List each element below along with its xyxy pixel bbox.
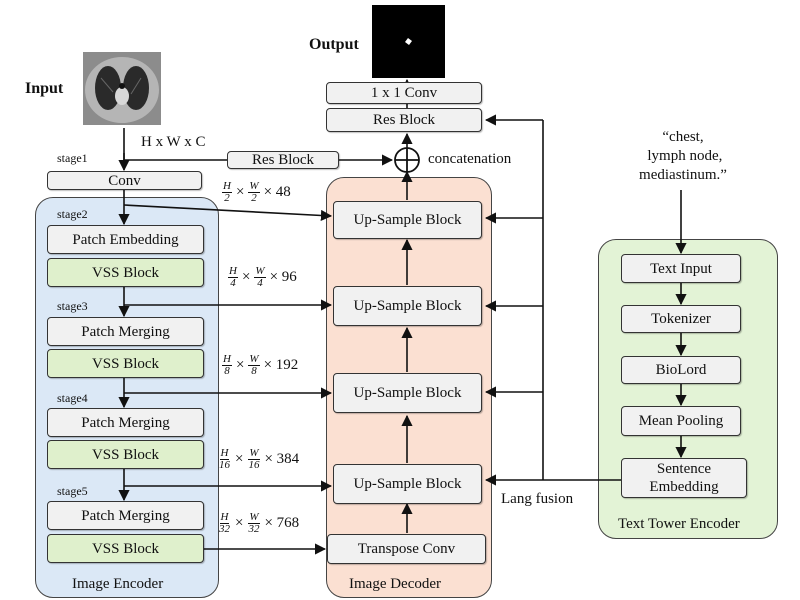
up-sample-block-4: Up-Sample Block bbox=[333, 464, 482, 504]
vss-block-2: VSS Block bbox=[47, 349, 204, 378]
vss-block-3: VSS Block bbox=[47, 440, 204, 469]
output-mask-image bbox=[372, 5, 445, 78]
up-sample-block-1: Up-Sample Block bbox=[333, 201, 482, 239]
stage5-label: stage5 bbox=[57, 484, 88, 498]
text-encoder-title: Text Tower Encoder bbox=[618, 516, 740, 532]
transpose-conv-block: Transpose Conv bbox=[327, 534, 486, 564]
decoder-res-block: Res Block bbox=[326, 108, 482, 132]
conv-block: Conv bbox=[47, 171, 202, 190]
patch-merging-block-3: Patch Merging bbox=[47, 501, 204, 530]
patch-embedding-block: Patch Embedding bbox=[47, 225, 204, 254]
lang-fusion-label: Lang fusion bbox=[501, 491, 574, 507]
conv-1x1-block: 1 x 1 Conv bbox=[326, 82, 482, 104]
vss-block-4: VSS Block bbox=[47, 534, 204, 563]
image-decoder-title: Image Decoder bbox=[349, 576, 442, 592]
text-prompt: “chest, lymph node, mediastinum.” bbox=[639, 129, 727, 183]
image-encoder-title: Image Encoder bbox=[72, 576, 164, 592]
tokenizer-block: Tokenizer bbox=[621, 305, 741, 333]
stage3-label: stage3 bbox=[57, 299, 88, 313]
patch-merging-block-1: Patch Merging bbox=[47, 317, 204, 346]
patch-merging-block-2: Patch Merging bbox=[47, 408, 204, 437]
up-sample-block-2: Up-Sample Block bbox=[333, 286, 482, 326]
mean-pooling-block: Mean Pooling bbox=[621, 406, 741, 436]
sentence-embedding-block: Sentence Embedding bbox=[621, 458, 747, 498]
biolord-block: BioLord bbox=[621, 356, 741, 384]
up-sample-block-3: Up-Sample Block bbox=[333, 373, 482, 413]
output-label: Output bbox=[309, 36, 359, 53]
text-input-block: Text Input bbox=[621, 254, 741, 283]
stage1-label: stage1 bbox=[57, 151, 88, 165]
stage2-label: stage2 bbox=[57, 207, 88, 221]
vss-block-1: VSS Block bbox=[47, 258, 204, 287]
input-dims: H x W x C bbox=[141, 134, 206, 150]
input-label: Input bbox=[25, 80, 64, 97]
stage4-label: stage4 bbox=[57, 391, 88, 405]
concatenation-label: concatenation bbox=[428, 151, 512, 167]
input-ct-image bbox=[83, 52, 161, 125]
concatenation-symbol bbox=[394, 147, 420, 173]
skip-res-block: Res Block bbox=[227, 151, 339, 169]
